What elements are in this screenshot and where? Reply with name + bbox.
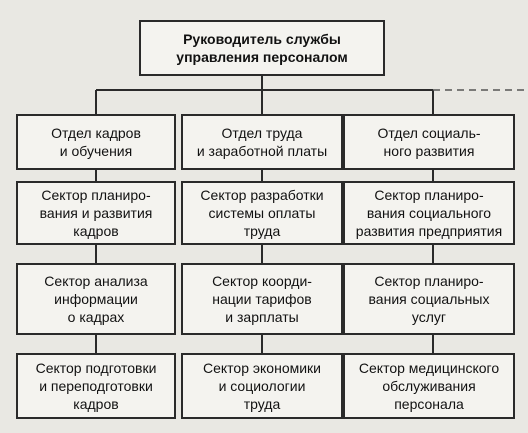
department-social-development: Отдел социаль- ного развития bbox=[343, 114, 515, 170]
sector-label: Сектор подготовки и переподготовки кадро… bbox=[35, 360, 157, 412]
sector-box: Сектор коорди- нации тарифов и зарплаты bbox=[181, 263, 343, 335]
sector-box: Сектор планиро- вания социальных услуг bbox=[343, 263, 515, 335]
department-label: Отдел труда и заработной платы bbox=[196, 125, 328, 159]
sector-label: Сектор планиро- вания социального развит… bbox=[355, 187, 503, 239]
sector-box: Сектор подготовки и переподготовки кадро… bbox=[16, 353, 176, 419]
sector-box: Сектор планиро- вания и развития кадров bbox=[16, 181, 176, 245]
sector-label: Сектор разработки системы оплаты труда bbox=[200, 187, 324, 239]
department-labor-wages: Отдел труда и заработной платы bbox=[181, 114, 343, 170]
head-label: Руководитель службы управления персонало… bbox=[176, 31, 348, 65]
sector-label: Сектор планиро- вания социальных услуг bbox=[368, 273, 490, 325]
department-label: Отдел кадров и обучения bbox=[51, 125, 141, 159]
sector-label: Сектор коорди- нации тарифов и зарплаты bbox=[212, 273, 312, 325]
sector-box: Сектор медицинского обслуживания персона… bbox=[343, 353, 515, 419]
sector-box: Сектор анализа информации о кадрах bbox=[16, 263, 176, 335]
sector-box: Сектор разработки системы оплаты труда bbox=[181, 181, 343, 245]
sector-box: Сектор планиро- вания социального развит… bbox=[343, 181, 515, 245]
sector-label: Сектор планиро- вания и развития кадров bbox=[39, 187, 153, 239]
sector-box: Сектор экономики и социологии труда bbox=[181, 353, 343, 419]
sector-label: Сектор экономики и социологии труда bbox=[202, 360, 321, 412]
sector-label: Сектор медицинского обслуживания персона… bbox=[358, 360, 500, 412]
department-hr-training: Отдел кадров и обучения bbox=[16, 114, 176, 170]
department-label: Отдел социаль- ного развития bbox=[377, 125, 481, 159]
head-box: Руководитель службы управления персонало… bbox=[139, 20, 385, 76]
sector-label: Сектор анализа информации о кадрах bbox=[44, 273, 148, 325]
